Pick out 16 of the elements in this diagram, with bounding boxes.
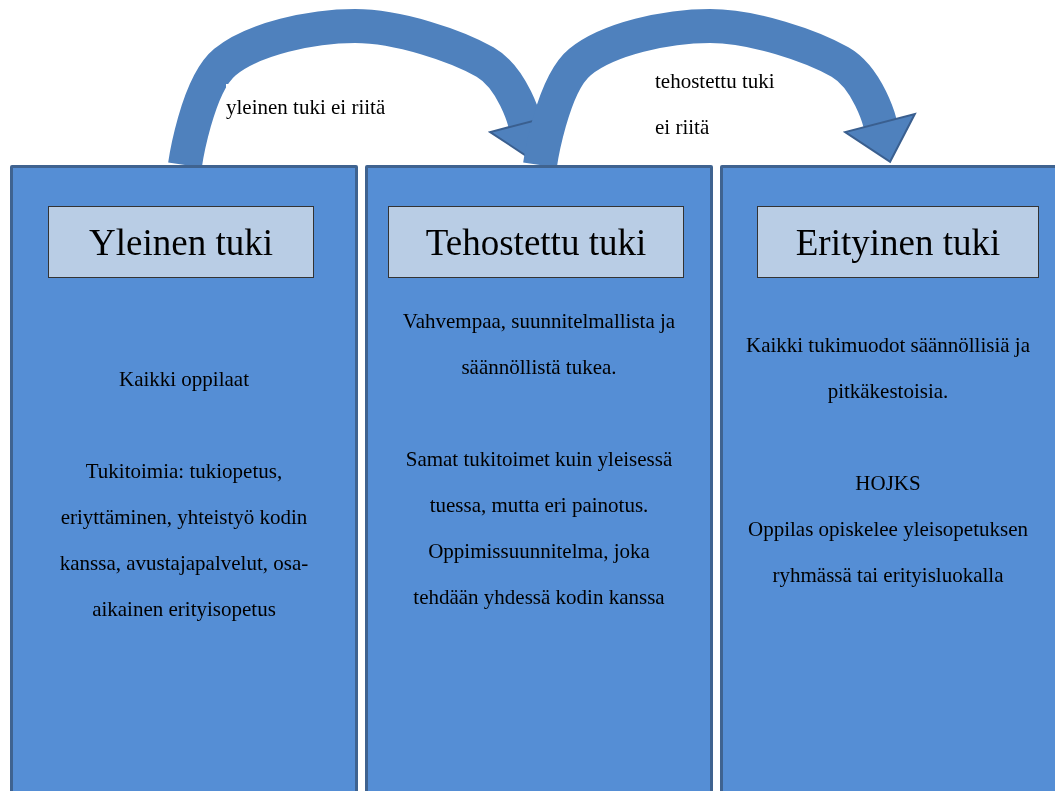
body-text: Tukitoimia: tukiopetus, eriyttäminen, yhteistyö kodin kanssa, avustajapalvelut, osa-aikainen erityisopetus bbox=[58, 458, 310, 623]
column-panel bbox=[720, 165, 1055, 791]
body-text: Kaikki tukimuodot säännöllisiä ja pitkäkestoisia. bbox=[744, 332, 1031, 405]
body-text: Kaikki oppilaat bbox=[117, 366, 251, 393]
heading-box bbox=[48, 206, 314, 278]
body-text: HOJKS bbox=[854, 470, 922, 497]
body-text: Vahvempaa, suunnitelmallista ja säännöllistä tukea. bbox=[401, 308, 677, 381]
column-panel bbox=[10, 165, 358, 791]
heading-text: Tehostettu tuki bbox=[425, 220, 647, 264]
body-text: Oppilas opiskelee yleisopetuksen ryhmässä tai erityisluokalla bbox=[747, 516, 1029, 589]
heading-box bbox=[757, 206, 1039, 278]
column-panel bbox=[365, 165, 713, 791]
body-text: Samat tukitoimet kuin yleisessä tuessa, mutta eri painotus. Oppimissuunnitelma, joka tehdään yhdessä kodin kanssa bbox=[404, 446, 674, 611]
heading-text: Yleinen tuki bbox=[89, 220, 273, 264]
heading-box bbox=[388, 206, 684, 278]
heading-text: Erityinen tuki bbox=[795, 220, 1001, 264]
